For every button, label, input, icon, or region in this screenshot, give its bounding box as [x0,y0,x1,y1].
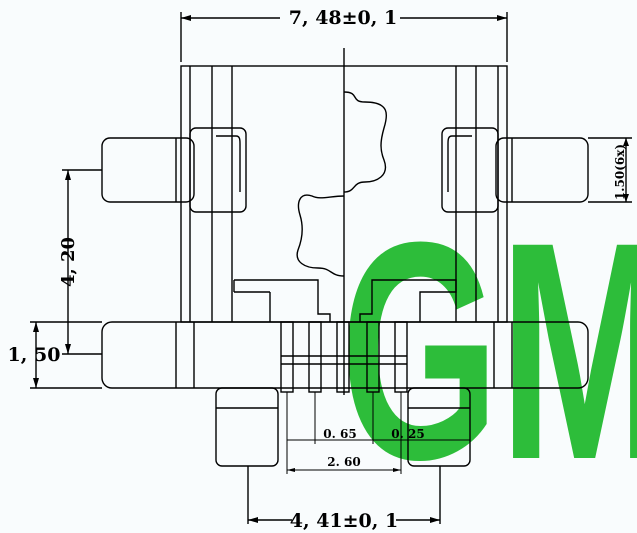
arrow-right-bottom [623,194,629,202]
dim-right-pad: 1.50(6x) [613,144,627,200]
arrow-bottom-right [430,517,440,523]
arrow-left-bottom [65,344,71,354]
clip-left [189,127,247,213]
clip-right [441,127,499,213]
arrow-span-right [393,468,401,472]
clip-left-hook [216,135,241,192]
dim-pitch-a: 0. 65 [323,427,356,441]
dim-bottom-width: 4, 41±0, 1 [290,510,398,532]
arrow-span-left [287,468,295,472]
connector-housing [234,279,457,322]
wavy-profile [296,91,388,277]
arrow-small-bottom [33,378,39,388]
pad-bottom-right [407,387,471,467]
clip-right-hook [447,135,472,192]
pin-1 [280,321,294,393]
pin-2 [308,321,322,393]
pad-right-upper [495,137,589,203]
dim-span: 2. 60 [327,455,360,469]
arrow-left-top [65,170,71,180]
arrow-right-top [623,138,629,146]
dim-pitch-b: 0. 25 [391,427,424,441]
arrowheads [33,15,629,523]
arrow-top-left [181,15,191,21]
dim-left-height: 4, 20 [58,237,79,287]
watermark-logo: GM [340,177,637,524]
arrow-bottom-left [248,517,258,523]
dim-left-small: 1, 50 [8,344,61,366]
pad-left-upper [101,137,195,203]
pad-bottom-left [215,387,279,467]
arrow-top-right [497,15,507,21]
arrow-small-top [33,322,39,332]
dim-top-width: 7, 48±0, 1 [289,7,397,29]
pin-3 [336,321,350,393]
outline-drawing [30,12,632,524]
